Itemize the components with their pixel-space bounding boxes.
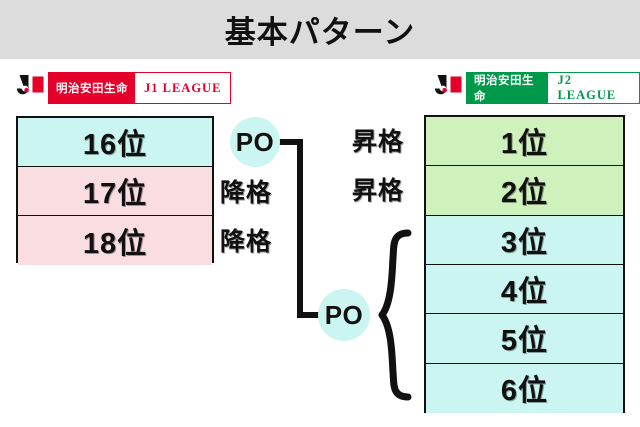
table-row: 4位 — [426, 264, 623, 315]
league-badge-j1: 明治安田生命 J1 LEAGUE — [14, 72, 232, 104]
badge-sponsor-j2: 明治安田生命 — [467, 73, 549, 103]
league-badge-j2: 明治安田生命 J2 LEAGUE — [432, 72, 640, 104]
annotation-demote-18th: 降格 — [220, 227, 273, 256]
header-band: 基本パターン — [0, 0, 640, 59]
j-league-mark-icon — [432, 72, 466, 102]
table-row: 3位 — [426, 215, 623, 265]
table-row: 6位 — [426, 363, 623, 413]
table-row: 2位 — [426, 166, 623, 216]
badge-sponsor-j1: 明治安田生命 — [49, 73, 135, 103]
annotation-demote-17th: 降格 — [220, 178, 273, 207]
table-row: 5位 — [426, 314, 623, 364]
table-row: 16位 — [18, 118, 212, 167]
rank-label: 17位 — [82, 178, 148, 210]
playoff-badge-j2: PO — [318, 289, 370, 341]
badge-league-j2: J2 LEAGUE — [548, 73, 639, 103]
rank-label: 1位 — [500, 128, 549, 161]
annotation-promote-2nd: 昇格 — [352, 176, 405, 205]
league-badge-body-j1: 明治安田生命 J1 LEAGUE — [48, 72, 232, 104]
rank-label: 16位 — [82, 129, 148, 161]
j2-rank-table: 1位 2位 3位 4位 5位 6位 — [424, 115, 625, 413]
j1-rank-table: 16位 17位 18位 — [16, 116, 214, 265]
badge-league-j1: J1 LEAGUE — [135, 73, 231, 103]
j-league-mark-icon — [14, 72, 48, 102]
playoff-badge-j1: PO — [230, 117, 280, 167]
rank-label: 2位 — [500, 177, 549, 210]
league-badge-body-j2: 明治安田生命 J2 LEAGUE — [466, 72, 640, 104]
rank-label: 18位 — [82, 227, 148, 260]
table-row: 17位 — [18, 167, 212, 216]
rank-label: 3位 — [500, 226, 549, 259]
rank-label: 4位 — [500, 276, 549, 309]
rank-label: 6位 — [500, 375, 549, 408]
table-row: 1位 — [426, 117, 623, 167]
annotation-promote-1st: 昇格 — [352, 127, 405, 156]
table-row: 18位 — [18, 216, 212, 265]
page-title: 基本パターン — [224, 15, 416, 50]
rank-label: 5位 — [500, 325, 549, 358]
